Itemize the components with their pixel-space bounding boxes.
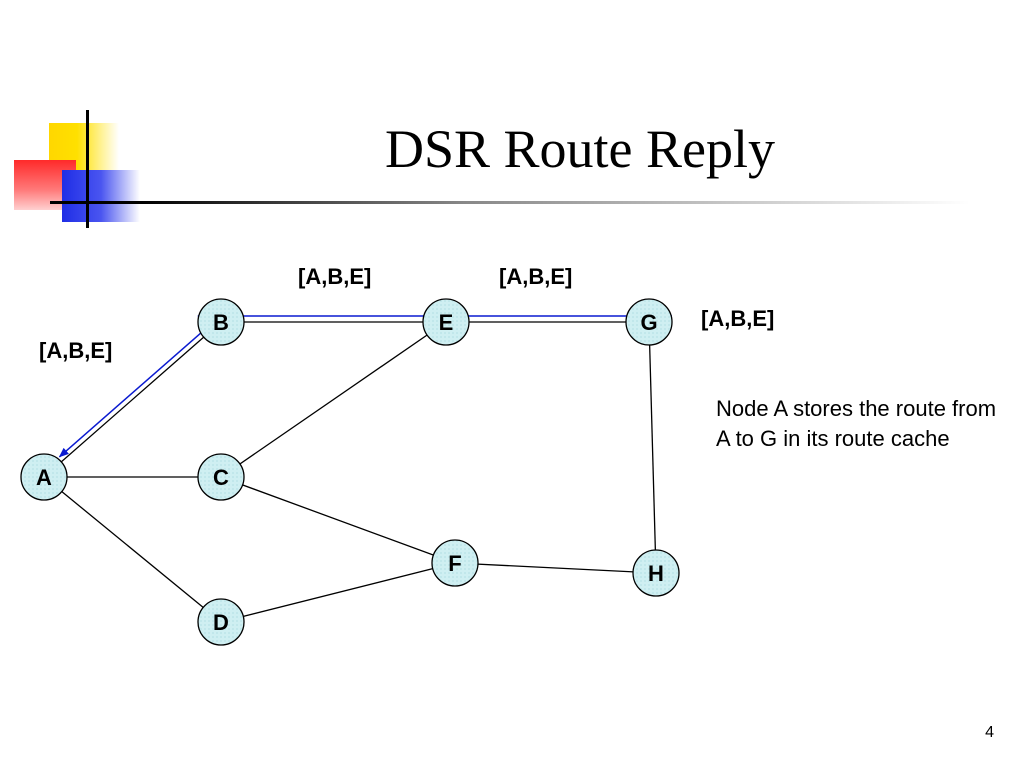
route-record-label-a-b: [A,B,E]	[39, 338, 113, 363]
edge-layer	[43, 321, 657, 623]
node-c: C	[197, 453, 245, 501]
node-circle-e	[422, 298, 470, 346]
reply-arrow-layer	[58, 312, 672, 458]
edge-d-f	[220, 562, 456, 623]
node-label-h: H	[648, 561, 664, 586]
decorative-blue-square	[62, 170, 140, 222]
route-record-label-e-g: [A,B,E]	[499, 264, 573, 289]
node-circle-h	[632, 549, 680, 597]
node-label-f: F	[448, 551, 461, 576]
node-label-e: E	[439, 310, 454, 335]
node-label-b: B	[213, 310, 229, 335]
node-label-d: D	[213, 610, 229, 635]
slide-title: DSR Route Reply	[384, 119, 776, 179]
node-circle-b	[197, 298, 245, 346]
node-d: D	[197, 598, 245, 646]
route-record-label-b-e: [A,B,E]	[298, 264, 372, 289]
node-circle-g	[625, 298, 673, 346]
node-circle-a	[20, 453, 68, 501]
decorative-vertical-line	[86, 110, 89, 228]
node-layer: A B C D E F G H	[20, 298, 680, 646]
edge-a-b	[43, 321, 222, 478]
node-f: F	[431, 539, 479, 587]
node-label-c: C	[213, 465, 229, 490]
node-b: B	[197, 298, 245, 346]
node-label-a: A	[36, 465, 52, 490]
node-e: E	[422, 298, 470, 346]
node-circle-d	[197, 598, 245, 646]
edge-e-c	[220, 321, 447, 478]
route-cache-note: Node A stores the route from A to G in i…	[716, 396, 997, 451]
route-record-label-g: [A,B,E]	[701, 306, 775, 331]
edge-g-h	[648, 321, 657, 574]
edge-a-d	[43, 476, 222, 623]
page-number: 4	[985, 724, 994, 741]
node-circle-c	[197, 453, 245, 501]
reply-arrow-b-a	[58, 328, 206, 458]
edge-f-h	[454, 562, 657, 574]
node-g: G	[625, 298, 673, 346]
node-h: H	[632, 549, 680, 597]
title-underline	[50, 201, 970, 204]
node-label-g: G	[640, 310, 657, 335]
node-circle-f	[431, 539, 479, 587]
node-a: A	[20, 453, 68, 501]
edge-c-f	[220, 476, 456, 564]
